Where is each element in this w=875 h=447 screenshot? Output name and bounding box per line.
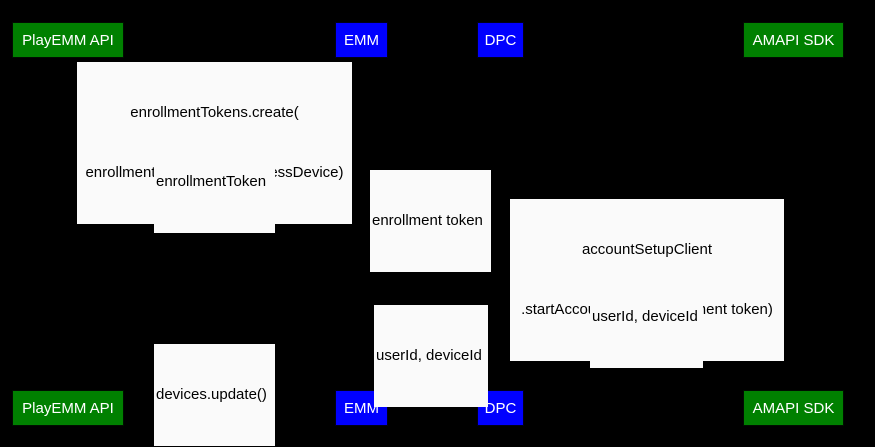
participant-label: PlayEMM API bbox=[22, 31, 114, 49]
message-line-1: userId, deviceId bbox=[376, 347, 482, 364]
message-line-1: enrollment token bbox=[372, 212, 483, 229]
arrow-head-enrollment-token-response bbox=[353, 155, 361, 163]
participant-top-amapi-sdk[interactable]: AMAPI SDK bbox=[743, 22, 844, 58]
participant-top-playemm-api[interactable]: PlayEMM API bbox=[12, 22, 124, 58]
participant-label: EMM bbox=[344, 399, 379, 417]
arrow-head-userid-deviceid-to-dpc bbox=[500, 291, 508, 299]
participant-label: DPC bbox=[484, 31, 517, 49]
participant-label: DPC bbox=[484, 399, 517, 417]
lifeline-emm bbox=[361, 57, 362, 390]
message-label-enrollment-token-to-dpc: enrollment token bbox=[370, 170, 491, 272]
message-line-1: devices.update() bbox=[156, 386, 267, 403]
message-label-devices-update: devices.update() bbox=[154, 344, 275, 446]
message-line-1: userId, deviceId bbox=[592, 308, 698, 325]
arrow-head-userid-deviceid-to-emm bbox=[361, 330, 369, 338]
lifeline-dpc bbox=[500, 57, 501, 390]
arrow-head-enrollment-tokens-create bbox=[67, 108, 75, 116]
participant-label: AMAPI SDK bbox=[752, 399, 835, 417]
message-label-enrollment-token-response: enrollmentToken bbox=[154, 131, 275, 233]
arrow-head-devices-update bbox=[67, 369, 75, 377]
lifeline-amapi-sdk bbox=[793, 57, 794, 390]
message-label-userid-deviceid-to-dpc: userId, deviceId bbox=[590, 266, 703, 368]
participant-label: PlayEMM API bbox=[22, 399, 114, 417]
participant-label: AMAPI SDK bbox=[752, 31, 835, 49]
message-label-userid-deviceid-to-emm: userId, deviceId bbox=[374, 305, 488, 407]
participant-bottom-playemm-api[interactable]: PlayEMM API bbox=[12, 390, 124, 426]
participant-top-dpc[interactable]: DPC bbox=[477, 22, 524, 58]
message-line-1: accountSetupClient bbox=[581, 241, 713, 258]
message-line-1: enrollmentToken bbox=[156, 173, 267, 190]
message-line-1: enrollmentTokens.create( bbox=[130, 104, 299, 121]
participant-top-emm[interactable]: EMM bbox=[335, 22, 388, 58]
participant-label: EMM bbox=[344, 31, 379, 49]
arrow-head-start-account-setup bbox=[785, 244, 793, 252]
participant-bottom-amapi-sdk[interactable]: AMAPI SDK bbox=[743, 390, 844, 426]
lifeline-playemm-api bbox=[67, 57, 68, 390]
arrow-head-enrollment-token-to-dpc bbox=[492, 194, 500, 202]
